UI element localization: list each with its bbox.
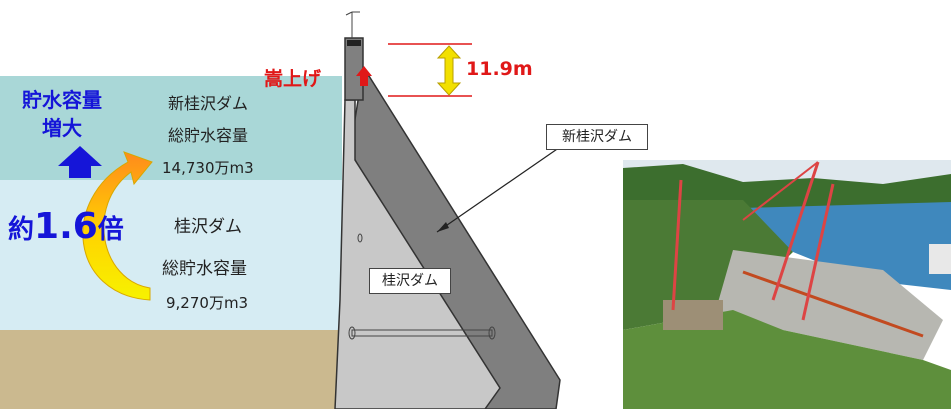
old-dam-body xyxy=(334,99,501,409)
pipe-end-right xyxy=(488,326,496,340)
new-dam-leader-line xyxy=(436,144,564,233)
photo-building xyxy=(929,244,951,274)
ratio-suffix: 倍 xyxy=(97,215,124,245)
old-dam-capacity-label: 総貯水容量 xyxy=(162,259,247,279)
photo-crane-2 xyxy=(771,161,820,301)
raise-double-arrow-icon xyxy=(436,45,462,96)
capacity-increase-line1: 貯水容量 xyxy=(22,88,102,112)
ratio-label: 約1.6倍 xyxy=(8,206,124,247)
ratio-value: 1.6 xyxy=(34,206,98,247)
photo-dam-wall xyxy=(713,250,943,360)
photo-crane-2-jib xyxy=(742,161,819,221)
leader-arrowhead-icon xyxy=(437,222,449,232)
capacity-up-arrow-icon xyxy=(58,146,102,178)
raise-height: 11.9m xyxy=(466,58,533,80)
gallery-hole-icon xyxy=(357,233,363,243)
riverbed-ground xyxy=(0,330,342,409)
gallery-pipe xyxy=(351,329,493,337)
ratio-curved-arrow-icon xyxy=(82,151,153,301)
crest-flag-icon xyxy=(345,11,360,16)
new-dam-callout: 新桂沢ダム xyxy=(546,124,648,150)
new-dam-name: 新桂沢ダム xyxy=(168,94,249,113)
old-dam-capacity-value: 9,270万m3 xyxy=(166,294,249,312)
crest-cap xyxy=(347,40,361,46)
old-dam-callout: 桂沢ダム xyxy=(369,268,451,294)
dam-construction-photo xyxy=(623,160,951,409)
new-dam-capacity-label: 総貯水容量 xyxy=(168,126,249,145)
old-dam-name: 桂沢ダム xyxy=(174,217,242,237)
new-dam-capacity-value: 14,730万m3 xyxy=(162,159,254,177)
raise-label: 嵩上げ xyxy=(264,68,322,90)
ratio-prefix: 約 xyxy=(8,215,35,245)
old-reservoir-water xyxy=(0,180,342,330)
photo-foreground-trees xyxy=(623,310,951,409)
raise-up-arrow-icon xyxy=(356,66,372,86)
new-reservoir-water xyxy=(0,76,342,180)
photo-left-forest xyxy=(623,200,793,330)
photo-crane-1 xyxy=(671,179,683,311)
photo-crane-3 xyxy=(801,183,835,321)
capacity-increase-line2: 増大 xyxy=(42,116,82,140)
photo-illustration xyxy=(623,160,951,409)
dam-crest-block xyxy=(344,37,364,101)
photo-reservoir xyxy=(743,202,951,290)
photo-dam-crest xyxy=(742,270,924,338)
pipe-end-left xyxy=(348,326,356,340)
